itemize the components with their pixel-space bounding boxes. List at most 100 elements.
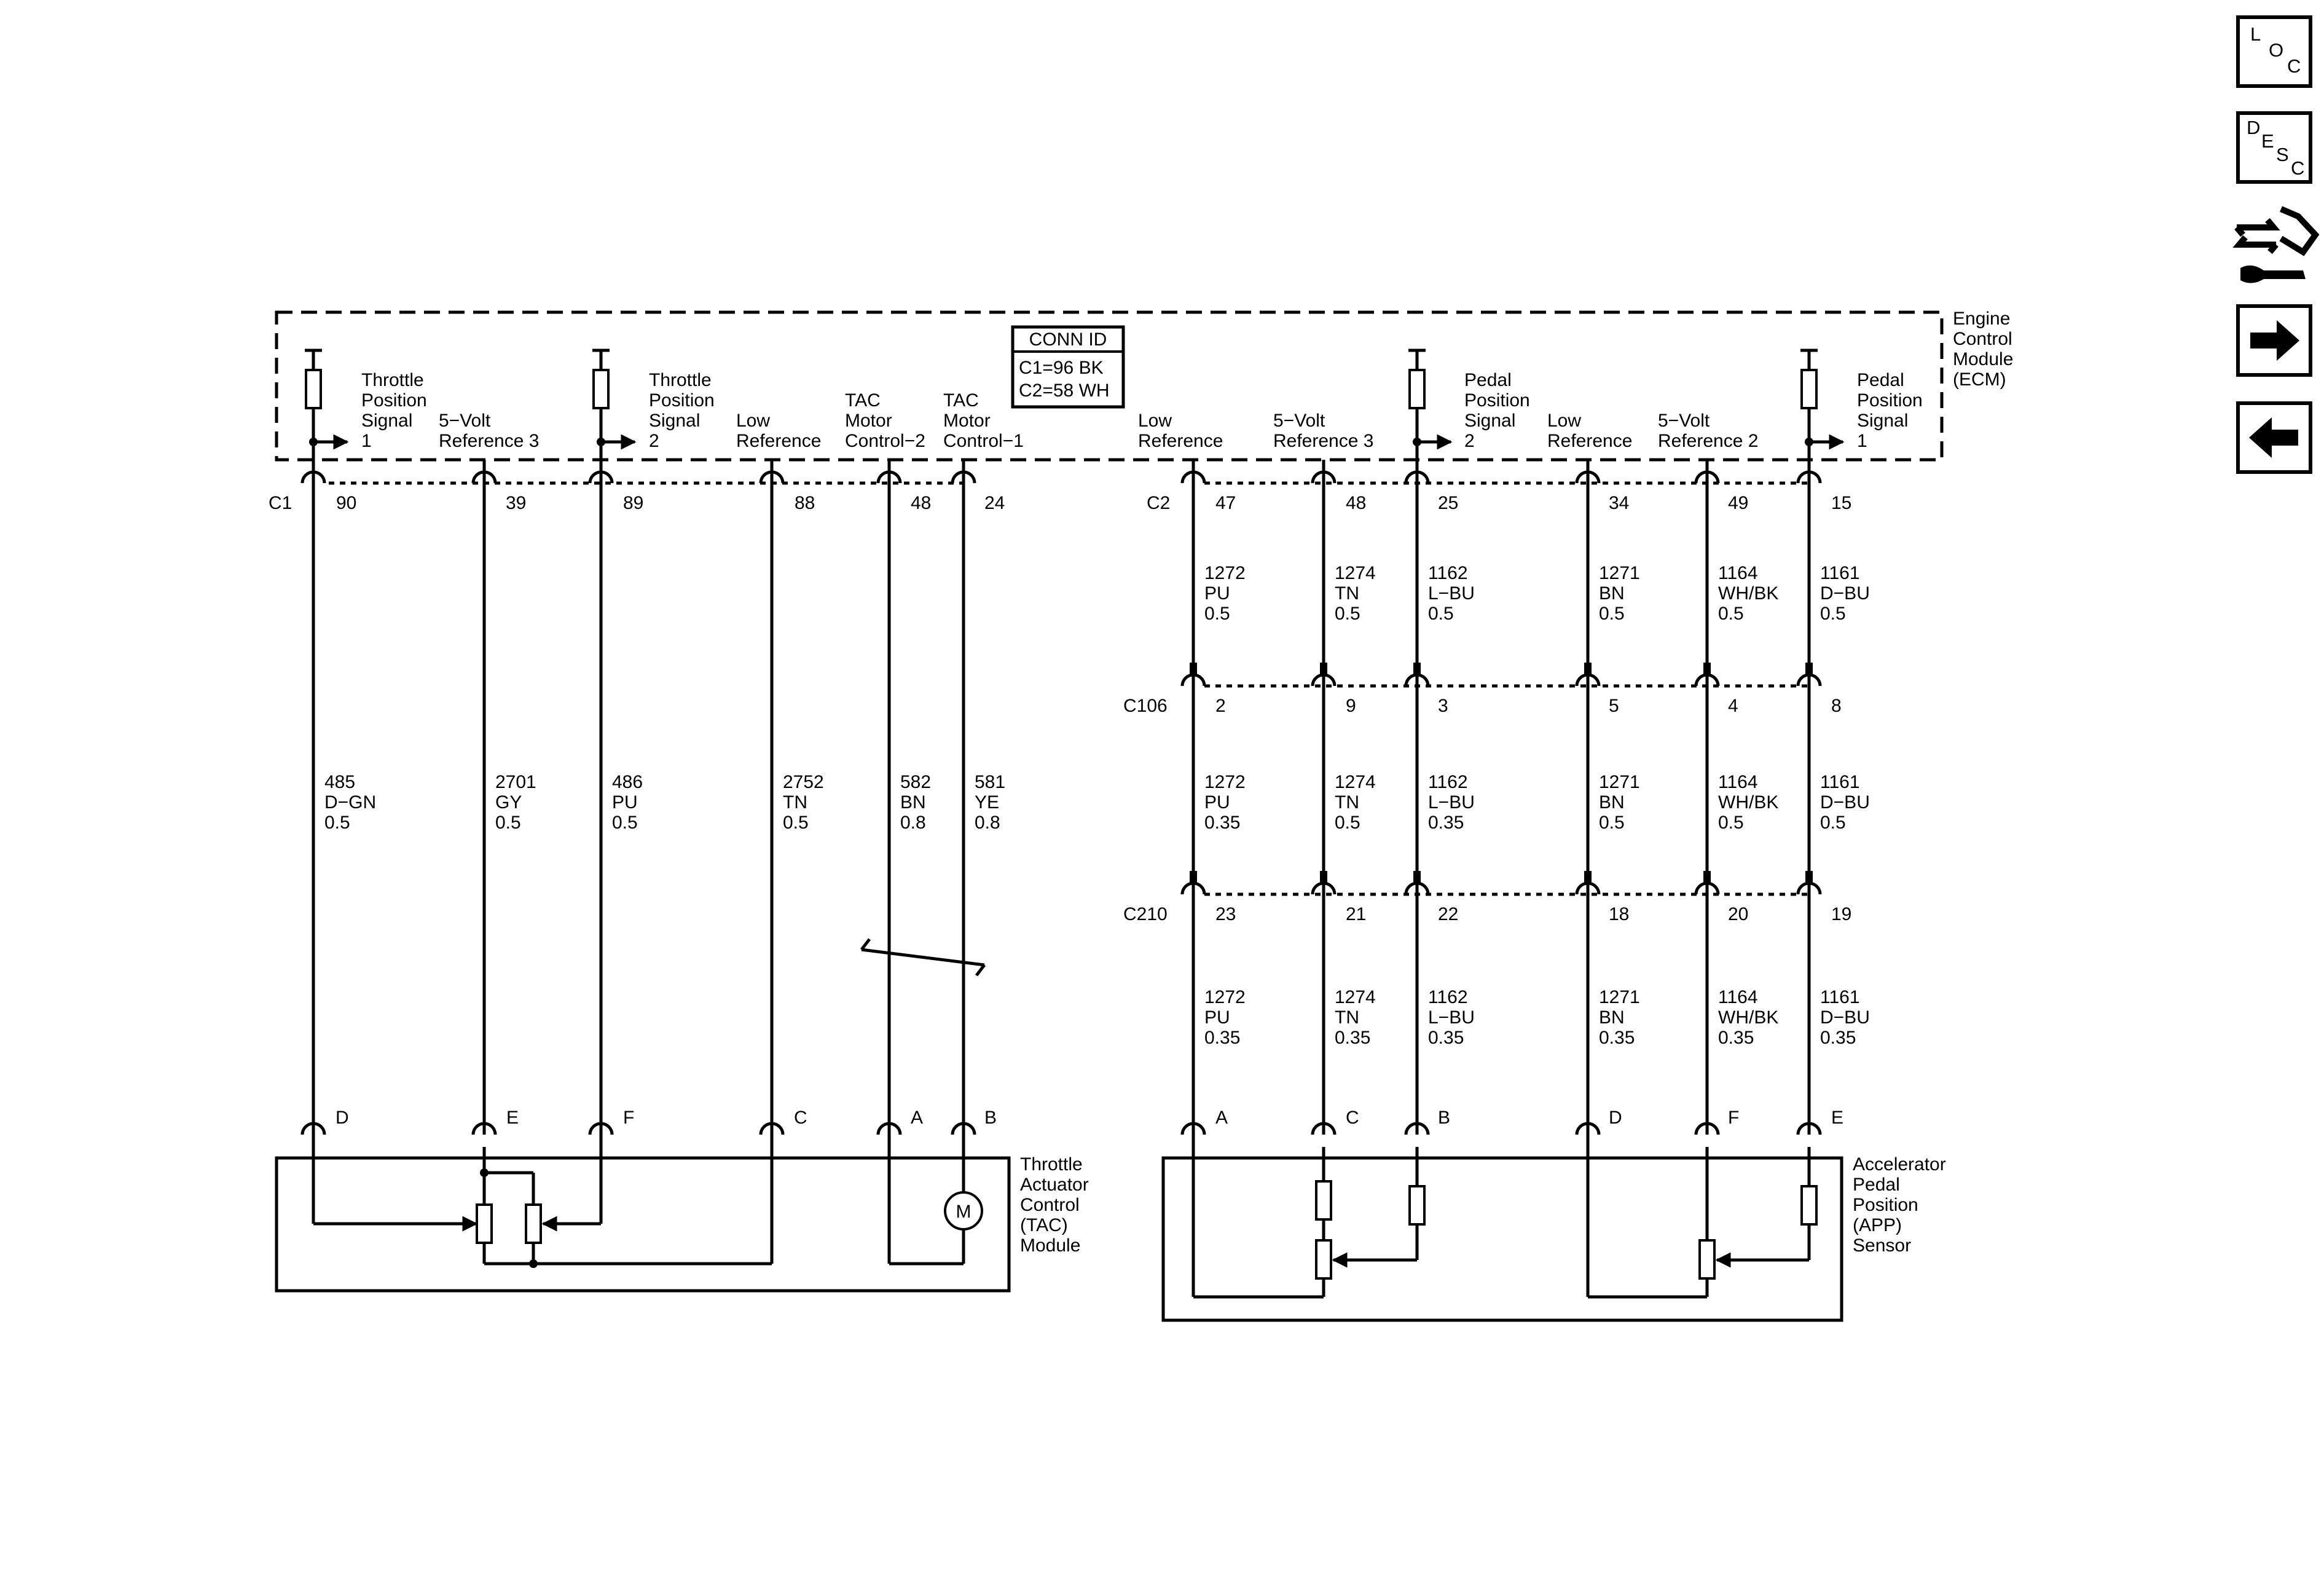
svg-text:Signal: Signal: [1857, 411, 1908, 431]
svg-text:0.35: 0.35: [1335, 1028, 1370, 1048]
svg-text:Control−2: Control−2: [845, 431, 925, 451]
svg-text:L−BU: L−BU: [1428, 1007, 1475, 1028]
c2-label: C2: [1147, 493, 1170, 513]
svg-text:0.5: 0.5: [1335, 813, 1360, 833]
svg-text:L: L: [2250, 23, 2261, 45]
right-wire-labels-seg2: 1272 PU 0.35 1274 TN 0.5 1162 L−BU 0.35 …: [1204, 772, 1870, 833]
c106-label: C106: [1123, 696, 1168, 716]
ecm-labels-left: Throttle Position Signal 1 5−Volt Refere…: [361, 370, 1024, 451]
svg-text:485: 485: [324, 772, 355, 792]
svg-text:24: 24: [984, 493, 1005, 513]
svg-text:Accelerator: Accelerator: [1853, 1154, 1946, 1175]
svg-text:1164: 1164: [1718, 772, 1758, 792]
svg-text:0.5: 0.5: [1204, 604, 1230, 624]
svg-text:L−BU: L−BU: [1428, 792, 1475, 813]
svg-text:1274: 1274: [1335, 987, 1376, 1007]
svg-text:TN: TN: [1335, 792, 1359, 813]
svg-text:0.5: 0.5: [612, 813, 638, 833]
wiring-tool-icon: [2232, 206, 2320, 283]
right-wire-labels-seg3: 1272 PU 0.35 1274 TN 0.35 1162 L−BU 0.35…: [1204, 987, 1870, 1048]
svg-text:Throttle: Throttle: [1020, 1154, 1083, 1175]
tac-module-label: Throttle Actuator Control (TAC) Module: [1020, 1154, 1089, 1256]
svg-text:22: 22: [1438, 904, 1458, 924]
svg-text:CONN ID: CONN ID: [1029, 329, 1107, 350]
c210-pin-caps: [1180, 871, 1822, 895]
svg-text:Low: Low: [736, 411, 770, 431]
svg-text:D−BU: D−BU: [1820, 583, 1870, 604]
svg-text:C2=58 WH: C2=58 WH: [1019, 380, 1110, 401]
right-wires: [1191, 460, 1811, 1135]
svg-text:Reference: Reference: [736, 431, 821, 451]
svg-text:0.35: 0.35: [1204, 813, 1240, 833]
svg-text:0.5: 0.5: [1599, 604, 1625, 624]
svg-text:5−Volt: 5−Volt: [439, 411, 491, 431]
svg-text:D−BU: D−BU: [1820, 1007, 1870, 1028]
svg-text:(APP): (APP): [1853, 1215, 1902, 1235]
svg-text:C: C: [2287, 55, 2301, 77]
app-pin-letters: A C B D F E: [1215, 1108, 1843, 1128]
svg-text:Throttle: Throttle: [361, 370, 424, 390]
svg-text:0.5: 0.5: [783, 813, 809, 833]
left-wire-labels: 485 D−GN 0.5 2701 GY 0.5 486 PU 0.5 2752…: [324, 772, 1005, 833]
svg-text:1271: 1271: [1599, 987, 1640, 1007]
svg-text:20: 20: [1728, 904, 1748, 924]
svg-text:1272: 1272: [1204, 772, 1246, 792]
svg-text:D−BU: D−BU: [1820, 792, 1870, 813]
svg-text:15: 15: [1831, 493, 1851, 513]
back-button[interactable]: [2236, 401, 2312, 474]
svg-text:D−GN: D−GN: [324, 792, 376, 813]
svg-text:0.5: 0.5: [1335, 604, 1360, 624]
svg-text:B: B: [1438, 1108, 1450, 1128]
svg-text:0.5: 0.5: [1820, 813, 1846, 833]
svg-text:1: 1: [361, 431, 372, 451]
svg-text:O: O: [2269, 39, 2283, 61]
svg-text:0.35: 0.35: [1599, 1028, 1635, 1048]
svg-text:WH/BK: WH/BK: [1718, 1007, 1778, 1028]
svg-text:Position: Position: [1853, 1195, 1918, 1215]
svg-text:A: A: [1215, 1108, 1228, 1128]
svg-text:PU: PU: [1204, 792, 1230, 813]
svg-text:2752: 2752: [783, 772, 824, 792]
svg-text:5: 5: [1609, 696, 1619, 716]
svg-text:C: C: [1346, 1108, 1359, 1128]
svg-text:1162: 1162: [1428, 987, 1468, 1007]
svg-text:0.35: 0.35: [1718, 1028, 1754, 1048]
svg-text:0.5: 0.5: [1718, 813, 1744, 833]
svg-text:BN: BN: [1599, 792, 1625, 813]
svg-text:19: 19: [1831, 904, 1851, 924]
svg-text:E: E: [506, 1108, 519, 1128]
svg-text:1164: 1164: [1718, 563, 1758, 583]
svg-text:0.5: 0.5: [324, 813, 350, 833]
next-button[interactable]: [2236, 304, 2312, 377]
wiring-tool-button[interactable]: [2232, 206, 2320, 283]
desc-button[interactable]: D E S C: [2236, 111, 2312, 184]
svg-text:1272: 1272: [1204, 987, 1246, 1007]
svg-text:B: B: [984, 1108, 997, 1128]
svg-text:TN: TN: [1335, 583, 1359, 604]
svg-text:48: 48: [1346, 493, 1366, 513]
loc-icon: L O C: [2250, 23, 2301, 77]
svg-text:Sensor: Sensor: [1853, 1235, 1911, 1256]
svg-text:Position: Position: [649, 390, 715, 411]
svg-text:Position: Position: [1857, 390, 1923, 411]
c2-pin-caps: [1180, 470, 1822, 484]
svg-text:2701: 2701: [495, 772, 536, 792]
svg-text:39: 39: [506, 493, 526, 513]
ecm-label: Engine Control Module (ECM): [1953, 309, 2013, 390]
svg-text:WH/BK: WH/BK: [1718, 583, 1778, 604]
svg-text:Motor: Motor: [943, 411, 991, 431]
loc-button[interactable]: L O C: [2236, 15, 2312, 88]
svg-text:21: 21: [1346, 904, 1366, 924]
svg-text:23: 23: [1215, 904, 1236, 924]
svg-text:89: 89: [623, 493, 643, 513]
svg-text:34: 34: [1609, 493, 1629, 513]
svg-text:1161: 1161: [1820, 987, 1860, 1007]
svg-text:Reference 3: Reference 3: [1273, 431, 1373, 451]
svg-text:GY: GY: [495, 792, 522, 813]
svg-text:486: 486: [612, 772, 643, 792]
svg-text:5−Volt: 5−Volt: [1273, 411, 1325, 431]
svg-text:D: D: [336, 1108, 349, 1128]
svg-text:PU: PU: [1204, 583, 1230, 604]
svg-text:(TAC): (TAC): [1020, 1215, 1068, 1235]
